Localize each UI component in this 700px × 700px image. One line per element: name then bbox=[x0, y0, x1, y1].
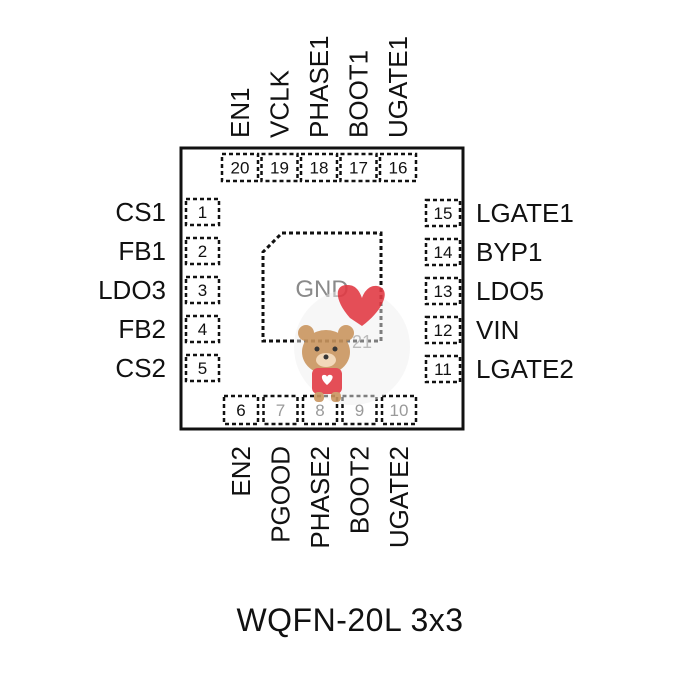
pin-14-pad bbox=[424, 237, 462, 267]
bear-heart-watermark-icon bbox=[294, 284, 410, 405]
pin-16-name: UGATE1 bbox=[383, 36, 413, 138]
pin-5-number: 5 bbox=[198, 359, 207, 378]
pin-15-number: 15 bbox=[434, 204, 453, 223]
pin-9-number: 9 bbox=[355, 401, 364, 420]
pin-14-number: 14 bbox=[434, 243, 453, 262]
pins-right: 11 LGATE2 12 VIN 13 LDO5 14 BYP1 15 LGATE1 bbox=[424, 198, 574, 384]
pin-8-name: PHASE2 bbox=[305, 446, 335, 549]
pin-17-name: BOOT1 bbox=[344, 50, 374, 138]
pin-4-name: FB2 bbox=[118, 314, 166, 344]
pin-4-pad bbox=[184, 314, 221, 344]
pin-2-name: FB1 bbox=[118, 236, 166, 266]
pin-2-pad bbox=[184, 236, 221, 266]
pin-18-pad bbox=[299, 152, 339, 183]
pin-12-number: 12 bbox=[434, 321, 453, 340]
pin-15-pad bbox=[424, 198, 462, 228]
pin-20-name: EN1 bbox=[225, 87, 255, 138]
pin-6-number: 6 bbox=[236, 401, 245, 420]
pin-11-name: LGATE2 bbox=[476, 354, 574, 384]
pin-15-name: LGATE1 bbox=[476, 198, 574, 228]
pins-top: 16 UGATE1 17 BOOT1 18 PHASE1 19 VCLK 20 EN1 bbox=[220, 35, 418, 183]
pad-pin-number: 21 bbox=[352, 332, 372, 352]
pin-1-name: CS1 bbox=[115, 197, 166, 227]
pin-20-number: 20 bbox=[231, 159, 250, 178]
pin-6-pad bbox=[222, 394, 260, 426]
pin-16-pad bbox=[378, 152, 418, 183]
pins-left: 1 CS1 2 FB1 3 LDO3 4 FB2 5 CS2 bbox=[98, 197, 221, 383]
pin-17-number: 17 bbox=[349, 159, 368, 178]
pin-10-name: UGATE2 bbox=[384, 446, 414, 548]
pin-5-name: CS2 bbox=[115, 353, 166, 383]
pin-11-pad bbox=[424, 354, 462, 384]
pin-13-name: LDO5 bbox=[476, 276, 544, 306]
pin-3-name: LDO3 bbox=[98, 275, 166, 305]
pin-8-number: 8 bbox=[315, 401, 324, 420]
pin-9-pad bbox=[341, 394, 378, 426]
pin-19-name: VCLK bbox=[265, 69, 295, 138]
pin-1-pad bbox=[184, 197, 221, 227]
pin-18-name: PHASE1 bbox=[304, 35, 334, 138]
pin-3-number: 3 bbox=[198, 281, 207, 300]
pin-20-pad bbox=[220, 152, 260, 183]
pin-11-number: 11 bbox=[434, 360, 452, 379]
pin-10-pad bbox=[380, 394, 418, 426]
pin-10-number: 10 bbox=[390, 401, 409, 420]
pin-17-pad bbox=[339, 152, 378, 183]
pin-16-number: 16 bbox=[389, 159, 408, 178]
pin-4-number: 4 bbox=[198, 320, 207, 339]
pin-12-pad bbox=[424, 315, 462, 345]
package-name: WQFN-20L 3x3 bbox=[236, 602, 464, 638]
pin-5-pad bbox=[184, 353, 221, 383]
pin-2-number: 2 bbox=[198, 242, 207, 261]
pin-7-pad bbox=[262, 394, 299, 426]
pin-3-pad bbox=[184, 275, 221, 305]
pin-6-name: EN2 bbox=[226, 446, 256, 497]
pin-7-number: 7 bbox=[276, 401, 285, 420]
pin-1-number: 1 bbox=[198, 203, 207, 222]
pin-19-number: 19 bbox=[270, 159, 289, 178]
pin-14-name: BYP1 bbox=[476, 237, 543, 267]
pin-13-pad bbox=[424, 276, 462, 306]
pin-13-number: 13 bbox=[434, 282, 453, 301]
pin-12-name: VIN bbox=[476, 315, 519, 345]
pin-9-name: BOOT2 bbox=[345, 446, 375, 534]
pin-7-name: PGOOD bbox=[266, 446, 296, 543]
pin-19-pad bbox=[260, 152, 299, 183]
pin-18-number: 18 bbox=[310, 159, 329, 178]
